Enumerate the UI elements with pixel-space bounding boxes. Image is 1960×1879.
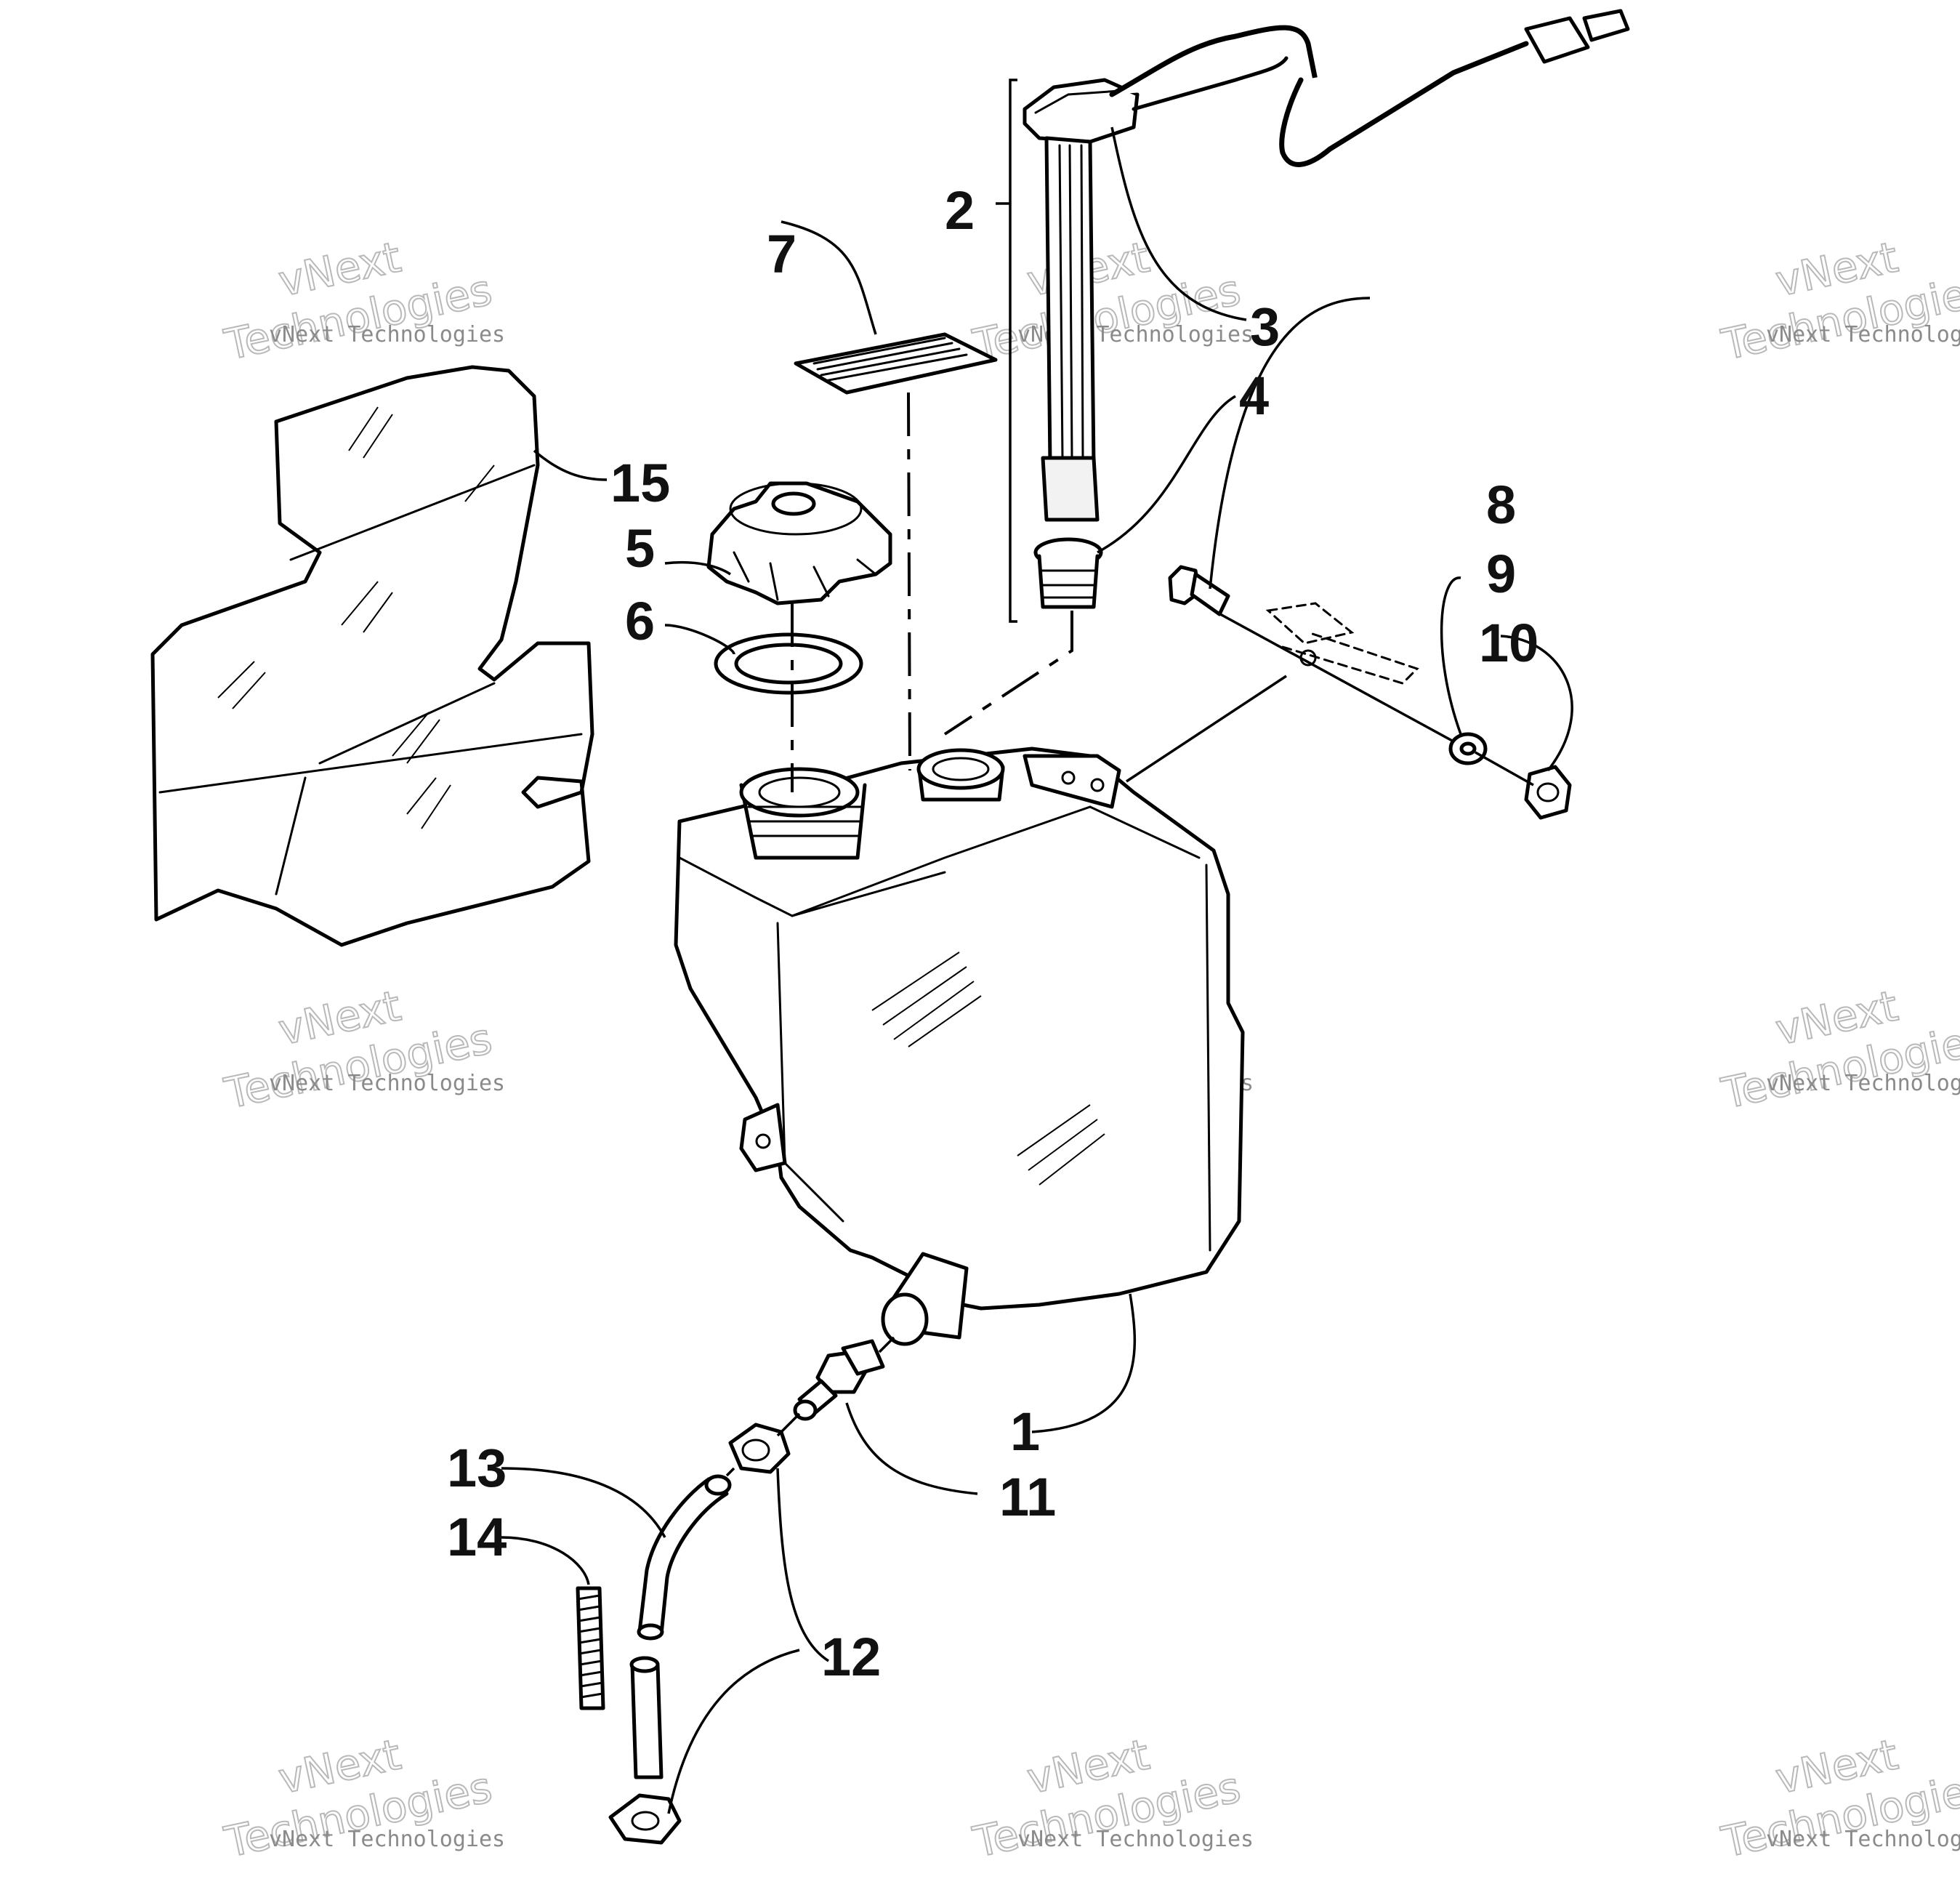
callout-labels: 1 2 3 4 5 6 7 8 9 10 11 12 13 14 15 bbox=[447, 180, 1538, 1687]
callout-6: 6 bbox=[625, 591, 655, 651]
washer-icon bbox=[1448, 732, 1488, 765]
heat-shield-icon bbox=[150, 365, 594, 947]
callout-11: 11 bbox=[999, 1467, 1056, 1527]
watermark-small: vNext Technologies bbox=[1017, 1827, 1254, 1852]
callout-12: 12 bbox=[821, 1627, 881, 1687]
hose-clamp-icon bbox=[608, 1793, 682, 1845]
callout-15: 15 bbox=[610, 453, 670, 513]
callout-7: 7 bbox=[767, 224, 796, 284]
callout-14: 14 bbox=[447, 1507, 507, 1567]
callout-2: 2 bbox=[945, 180, 975, 241]
callout-8: 8 bbox=[1486, 475, 1516, 535]
assembly-lines bbox=[725, 392, 1534, 1477]
gasket-icon bbox=[714, 632, 863, 695]
hose-clamp-icon bbox=[728, 1423, 791, 1474]
watermark-small: vNext Technologies bbox=[1766, 1827, 1960, 1852]
watermark-small: vNext Technologies bbox=[269, 322, 505, 347]
callout-13: 13 bbox=[447, 1438, 507, 1498]
fuel-hose-icon bbox=[629, 1474, 732, 1779]
watermark-small: vNext Technologies bbox=[269, 1071, 505, 1096]
bolt-icon bbox=[1168, 565, 1230, 616]
callout-1: 1 bbox=[1010, 1401, 1040, 1462]
leader-lines bbox=[501, 126, 1573, 1814]
spring-icon bbox=[576, 1586, 605, 1710]
fuel-cap-icon bbox=[706, 481, 892, 605]
callout-4: 4 bbox=[1239, 366, 1269, 426]
callout-10: 10 bbox=[1479, 613, 1538, 673]
warning-decal-icon bbox=[794, 332, 998, 395]
watermark-small: vNext Technologies bbox=[269, 1827, 505, 1852]
callout-3: 3 bbox=[1250, 297, 1280, 357]
nut-icon bbox=[1524, 765, 1572, 820]
fuel-tank-icon bbox=[674, 747, 1245, 1346]
callout-9: 9 bbox=[1486, 544, 1516, 604]
watermark-small: vNext Technologies bbox=[1766, 322, 1960, 347]
bracket-ghost-icon bbox=[1265, 602, 1419, 685]
fuel-fitting-icon bbox=[793, 1339, 885, 1421]
fuel-gauge-sender-icon bbox=[996, 9, 1630, 623]
callout-5: 5 bbox=[625, 518, 655, 579]
watermark-small: vNext Technologies bbox=[1766, 1071, 1960, 1096]
